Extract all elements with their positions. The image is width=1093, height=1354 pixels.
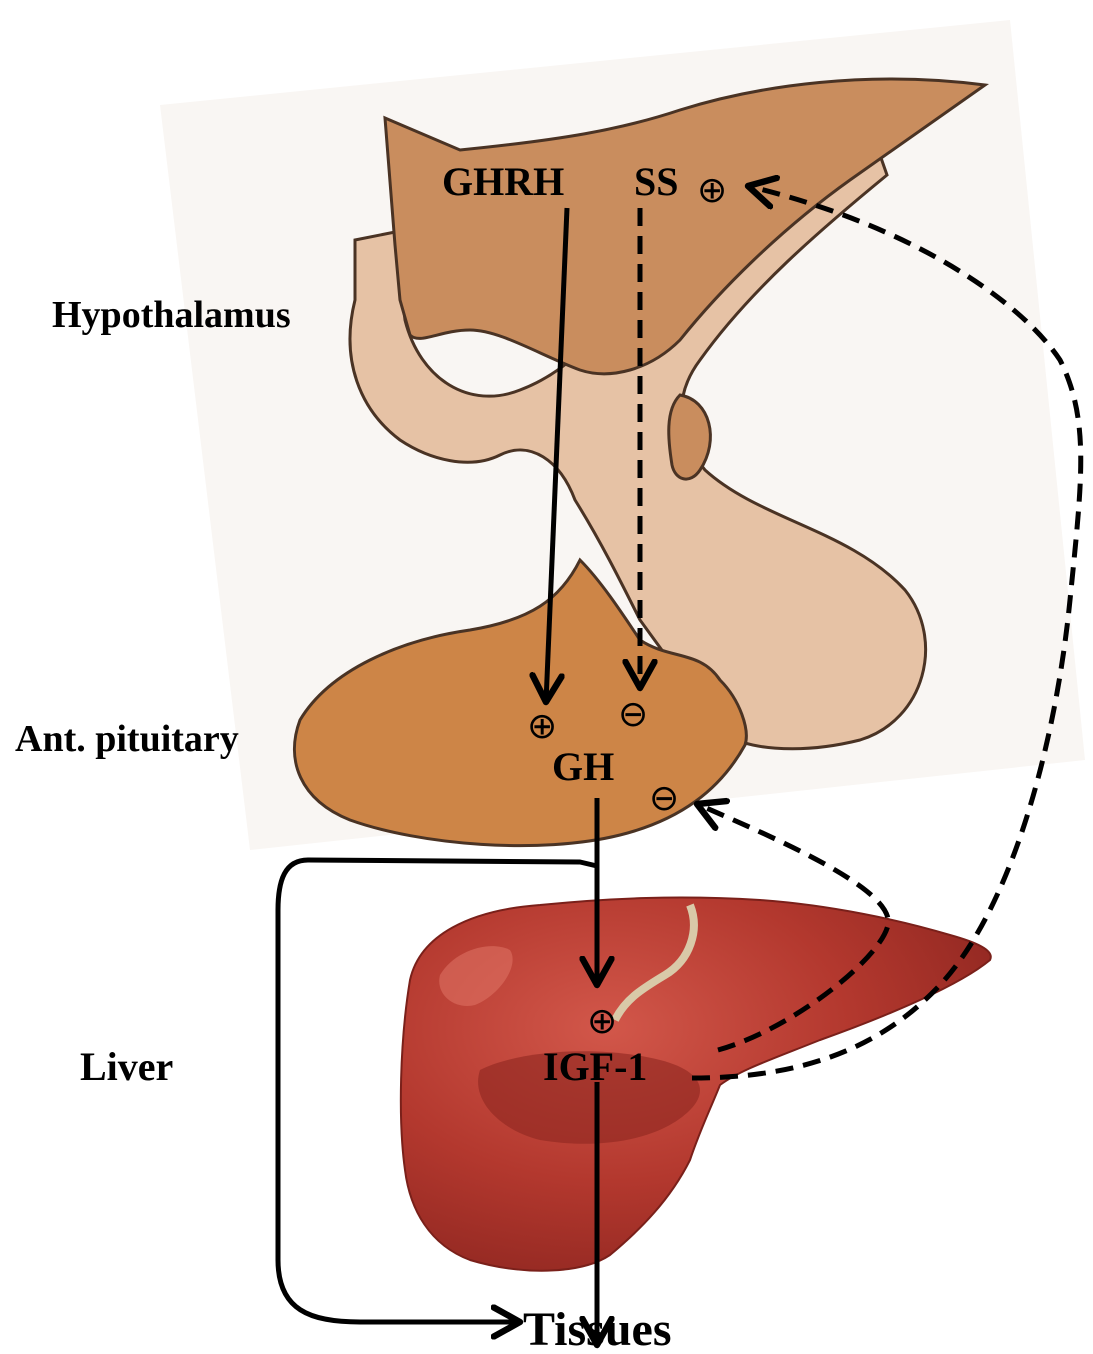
hypothalamus-label: Hypothalamus xyxy=(52,294,291,336)
gh-label: GH xyxy=(552,744,614,789)
ss-label: SS xyxy=(634,159,679,204)
ghrh-label: GHRH xyxy=(442,159,564,204)
ss-inhibition-sign: ⊖ xyxy=(618,694,648,735)
liver-label: Liver xyxy=(80,1044,173,1089)
igf1-label: IGF-1 xyxy=(543,1044,647,1089)
ant-pituitary-label: Ant. pituitary xyxy=(15,718,239,760)
ss-plus-sign: ⊕ xyxy=(697,170,727,211)
ghrh-stimulation-sign: ⊕ xyxy=(527,706,557,747)
tissues-label: Tissues xyxy=(523,1303,672,1354)
igf1-inhibition-sign: ⊖ xyxy=(649,778,679,819)
gh-stimulation-sign: ⊕ xyxy=(587,1001,617,1042)
liver-illustration xyxy=(401,898,991,1271)
